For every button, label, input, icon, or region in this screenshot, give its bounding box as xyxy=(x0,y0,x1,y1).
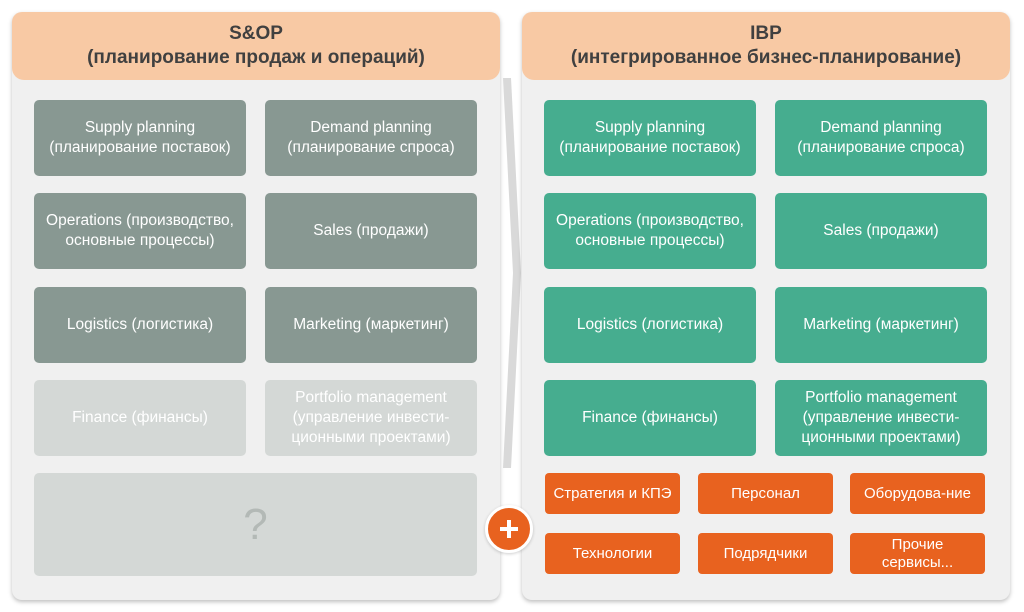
sop-finance-box: Finance (финансы) xyxy=(34,380,246,456)
ibp-operations-box: Operations (производство, основные проце… xyxy=(544,193,756,269)
sop-sales-box: Sales (продажи) xyxy=(265,193,477,269)
ibp-sales-box: Sales (продажи) xyxy=(775,193,987,269)
ibp-other-services-box: Прочие сервисы... xyxy=(850,533,985,574)
ibp-technology-box: Технологии xyxy=(545,533,680,574)
ibp-equipment-box: Оборудова-ние xyxy=(850,473,985,514)
sop-demand-planning-box: Demand planning (планирование спроса) xyxy=(265,100,477,176)
plus-icon xyxy=(485,505,533,553)
ibp-portfolio-box: Portfolio management (управление инвести… xyxy=(775,380,987,456)
ibp-supply-planning-box: Supply planning (планирование поставок) xyxy=(544,100,756,176)
sop-marketing-box: Marketing (маркетинг) xyxy=(265,287,477,363)
sop-logistics-box: Logistics (логистика) xyxy=(34,287,246,363)
sop-operations-box: Operations (производство, основные проце… xyxy=(34,193,246,269)
ibp-logistics-box: Logistics (логистика) xyxy=(544,287,756,363)
sop-unknown-box: ? xyxy=(34,473,477,576)
ibp-finance-box: Finance (финансы) xyxy=(544,380,756,456)
ibp-marketing-box: Marketing (маркетинг) xyxy=(775,287,987,363)
ibp-demand-planning-box: Demand planning (планирование спроса) xyxy=(775,100,987,176)
sop-title: S&OP xyxy=(229,23,283,44)
sop-supply-planning-box: Supply planning (планирование поставок) xyxy=(34,100,246,176)
ibp-header: IBP (интегрированное бизнес-планирование… xyxy=(522,12,1010,80)
sop-panel: S&OP (планирование продаж и операций) Su… xyxy=(12,12,500,600)
ibp-personnel-box: Персонал xyxy=(698,473,833,514)
ibp-panel: IBP (интегрированное бизнес-планирование… xyxy=(522,12,1010,600)
ibp-subtitle: (интегрированное бизнес-планирование) xyxy=(570,47,962,68)
sop-portfolio-box: Portfolio management (управление инвести… xyxy=(265,380,477,456)
chevron-right-icon xyxy=(503,78,521,468)
question-mark: ? xyxy=(243,499,268,549)
ibp-strategy-box: Стратегия и КПЭ xyxy=(545,473,680,514)
ibp-contractors-box: Подрядчики xyxy=(698,533,833,574)
sop-subtitle: (планирование продаж и операций) xyxy=(87,47,425,68)
ibp-title: IBP xyxy=(750,23,782,44)
plus-glyph xyxy=(500,520,518,538)
sop-header: S&OP (планирование продаж и операций) xyxy=(12,12,500,80)
